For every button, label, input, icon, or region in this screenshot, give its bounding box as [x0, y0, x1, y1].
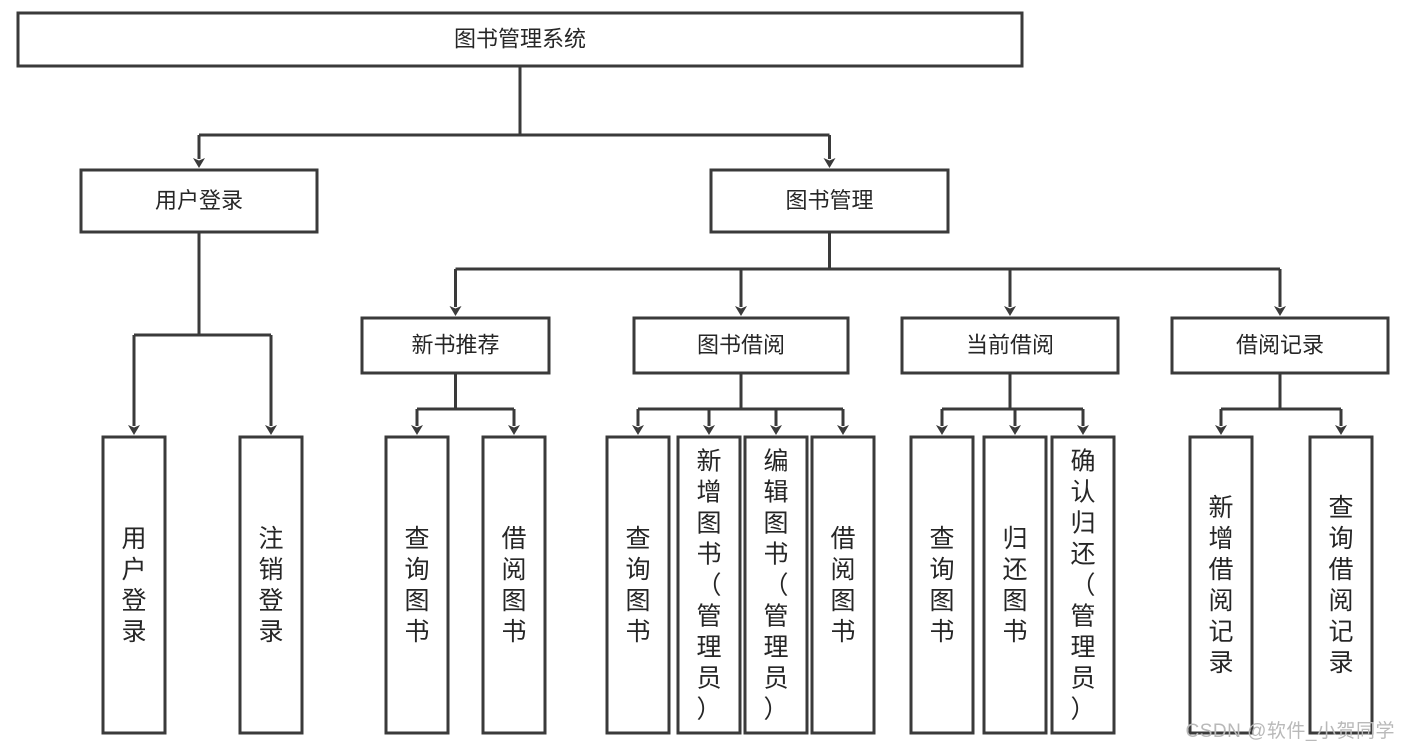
node-l2-1[interactable]: 图书管理 — [709, 168, 950, 234]
node-label-vertical: 查询图书 — [404, 525, 429, 646]
node-box — [1050, 435, 1116, 735]
node-label-vertical: 新增借阅记录 — [1208, 494, 1233, 677]
node-box — [632, 316, 850, 375]
node-box — [900, 316, 1120, 375]
node-box — [1170, 316, 1390, 375]
node-label-vertical: 借阅图书 — [501, 525, 526, 646]
node-label: 图书管理 — [785, 188, 873, 213]
node-label-vertical: 编辑图书（管理员） — [763, 448, 788, 724]
node-label: 当前借阅 — [966, 332, 1054, 357]
node-l3-0[interactable]: 新书推荐 — [360, 316, 551, 375]
node-label-vertical: 借阅图书 — [830, 525, 855, 646]
node-root-0[interactable]: 图书管理系统 — [16, 11, 1024, 68]
node-label: 新书推荐 — [411, 332, 499, 357]
node-box — [676, 435, 742, 735]
node-box — [79, 168, 319, 234]
node-l3-1[interactable]: 图书借阅 — [632, 316, 850, 375]
node-label: 图书借阅 — [697, 332, 785, 357]
node-box — [384, 435, 450, 735]
node-label-vertical: 确认归还（管理员） — [1070, 448, 1095, 724]
node-l4-4[interactable]: 查询图书 — [605, 435, 671, 735]
node-box — [810, 435, 876, 735]
node-label-vertical: 新增图书（管理员） — [696, 448, 721, 724]
node-box — [743, 435, 809, 735]
csdn-watermark: CSDN @软件_小贺同学 — [1185, 721, 1395, 742]
node-label-vertical: 注销登录 — [258, 525, 283, 646]
node-l4-8[interactable]: 查询图书 — [909, 435, 975, 735]
node-l4-0[interactable]: 用户登录 — [101, 435, 167, 735]
node-label: 图书管理系统 — [454, 26, 586, 51]
node-box — [909, 435, 975, 735]
node-box — [1308, 435, 1374, 735]
node-label-vertical: 用户登录 — [121, 525, 146, 646]
edge-layer — [128, 66, 1347, 435]
node-l4-12[interactable]: 查询借阅记录 — [1308, 435, 1374, 735]
node-box — [101, 435, 167, 735]
node-l3-2[interactable]: 当前借阅 — [900, 316, 1120, 375]
node-box — [605, 435, 671, 735]
node-l4-10[interactable]: 确认归还（管理员） — [1050, 435, 1116, 735]
node-l4-7[interactable]: 借阅图书 — [810, 435, 876, 735]
node-box — [238, 435, 304, 735]
node-label-vertical: 查询图书 — [625, 525, 650, 646]
node-l4-5[interactable]: 新增图书（管理员） — [676, 435, 742, 735]
node-l4-6[interactable]: 编辑图书（管理员） — [743, 435, 809, 735]
node-l4-11[interactable]: 新增借阅记录 — [1188, 435, 1254, 735]
node-box — [481, 435, 547, 735]
node-l2-0[interactable]: 用户登录 — [79, 168, 319, 234]
node-label-vertical: 查询图书 — [929, 525, 954, 646]
node-box — [982, 435, 1048, 735]
node-label-vertical: 查询借阅记录 — [1328, 494, 1353, 677]
node-l4-9[interactable]: 归还图书 — [982, 435, 1048, 735]
node-box — [16, 11, 1024, 68]
node-label: 借阅记录 — [1236, 332, 1324, 357]
node-l4-1[interactable]: 注销登录 — [238, 435, 304, 735]
node-label: 用户登录 — [155, 188, 243, 213]
node-box — [709, 168, 950, 234]
node-label-vertical: 归还图书 — [1002, 525, 1027, 646]
node-l4-2[interactable]: 查询图书 — [384, 435, 450, 735]
node-layer: 图书管理系统用户登录图书管理新书推荐图书借阅当前借阅借阅记录用户登录注销登录查询… — [16, 11, 1390, 735]
node-l3-3[interactable]: 借阅记录 — [1170, 316, 1390, 375]
node-box — [360, 316, 551, 375]
node-box — [1188, 435, 1254, 735]
node-l4-3[interactable]: 借阅图书 — [481, 435, 547, 735]
